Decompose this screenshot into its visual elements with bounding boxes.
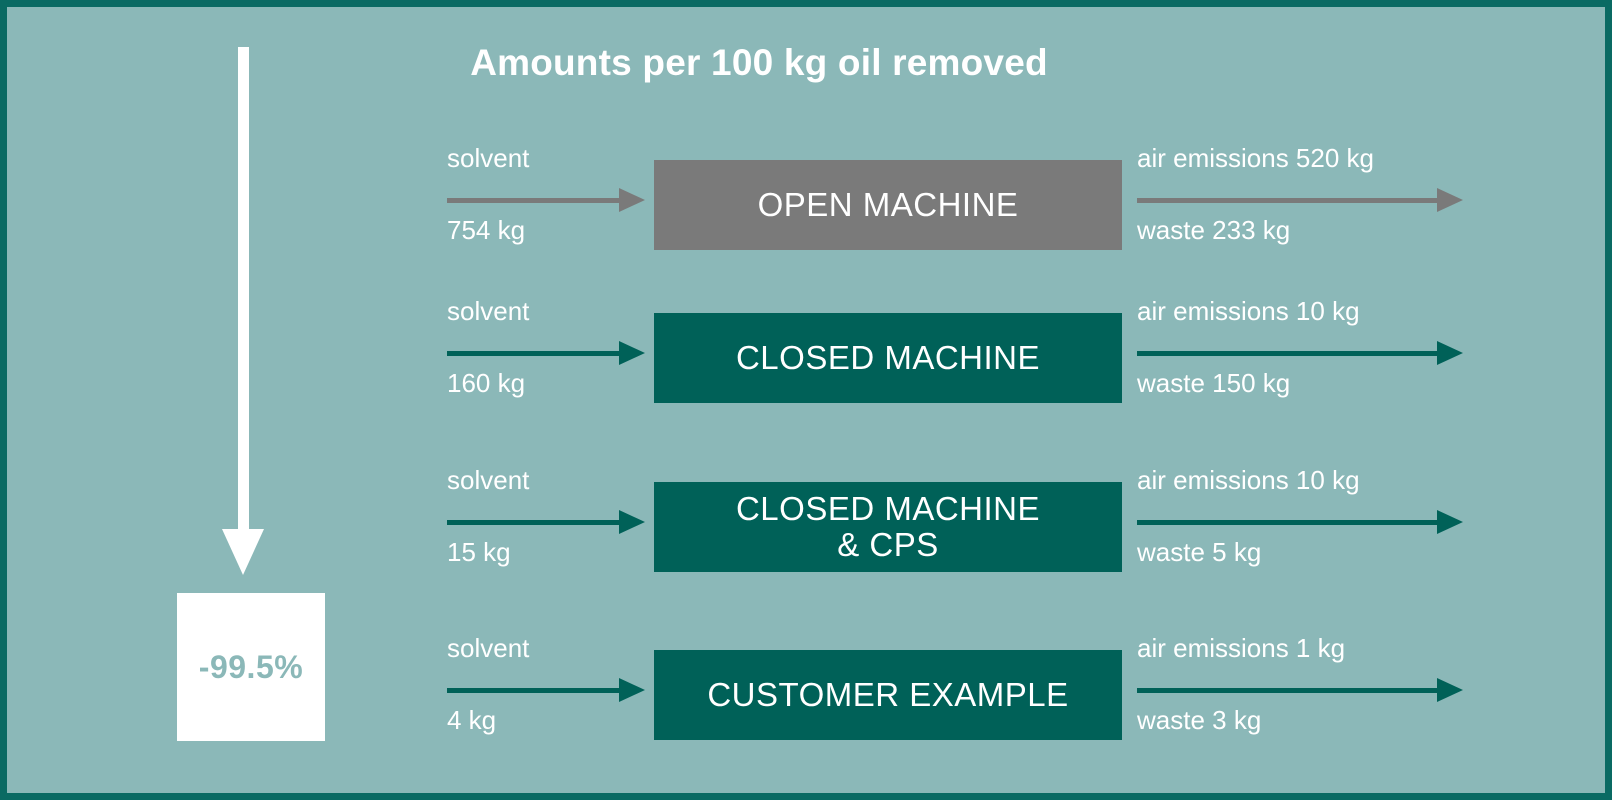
input-value: 160 kg	[447, 368, 526, 398]
reduction-arrow-head-icon	[222, 529, 264, 575]
output-value: waste 5 kg	[1137, 537, 1262, 567]
process-box-closed-machine[interactable]: CLOSED MACHINE	[654, 313, 1122, 403]
input-label: solvent	[447, 465, 530, 495]
output-flow-open-machine: air emissions 520 kg waste 233 kg	[1137, 143, 1477, 266]
process-label-line2: & CPS	[837, 526, 939, 563]
process-label-line1: OPEN MACHINE	[757, 186, 1019, 224]
process-box-closed-machine-cps[interactable]: CLOSED MACHINE& CPS	[654, 482, 1122, 572]
reduction-badge: -99.5%	[177, 593, 325, 741]
output-value: waste 3 kg	[1137, 705, 1262, 735]
input-flow-closed-machine-cps: solvent 15 kg	[447, 465, 647, 588]
output-value: waste 233 kg	[1137, 215, 1291, 245]
output-flow-closed-machine-cps: air emissions 10 kg waste 5 kg	[1137, 465, 1477, 588]
input-value: 754 kg	[447, 215, 526, 245]
process-label-line1: CUSTOMER EXAMPLE	[707, 676, 1069, 714]
process-row-closed-machine: solvent 160 kg CLOSED MACHINE air emissions…	[7, 296, 1605, 403]
output-label: air emissions 520 kg	[1137, 143, 1374, 173]
output-label: air emissions 10 kg	[1137, 465, 1360, 495]
input-label: solvent	[447, 143, 530, 173]
input-label: solvent	[447, 633, 530, 663]
input-flow-closed-machine: solvent 160 kg	[447, 296, 647, 419]
input-flow-customer-example: solvent 4 kg	[447, 633, 647, 756]
reduction-value: -99.5%	[198, 648, 304, 685]
process-label: CUSTOMER EXAMPLE	[701, 677, 1074, 713]
process-label-line1: CLOSED MACHINE	[735, 339, 1041, 377]
output-label: air emissions 1 kg	[1137, 633, 1346, 663]
process-label: CLOSED MACHINE& CPS	[730, 491, 1046, 562]
process-label: CLOSED MACHINE	[730, 340, 1046, 376]
input-value: 15 kg	[447, 537, 511, 567]
process-label: OPEN MACHINE	[752, 187, 1025, 223]
process-box-customer-example[interactable]: CUSTOMER EXAMPLE	[654, 650, 1122, 740]
page-title: Amounts per 100 kg oil removed	[470, 42, 1048, 83]
reduction-arrow-shaft	[238, 47, 249, 537]
input-flow-open-machine: solvent 754 kg	[447, 143, 647, 266]
output-flow-customer-example: air emissions 1 kg waste 3 kg	[1137, 633, 1477, 756]
output-label: air emissions 10 kg	[1137, 296, 1360, 326]
process-box-open-machine[interactable]: OPEN MACHINE	[654, 160, 1122, 250]
output-flow-closed-machine: air emissions 10 kg waste 150 kg	[1137, 296, 1477, 419]
process-row-open-machine: solvent 754 kg OPEN MACHINE air emissions 5…	[7, 143, 1605, 250]
process-label-line1: CLOSED MACHINE	[735, 490, 1041, 528]
process-row-customer-example: solvent 4 kg CUSTOMER EXAMPLE air emissions…	[7, 633, 1605, 740]
process-row-closed-machine-cps: solvent 15 kg CLOSED MACHINE& CPS air emiss…	[7, 465, 1605, 572]
input-label: solvent	[447, 296, 530, 326]
input-value: 4 kg	[447, 705, 497, 735]
output-value: waste 150 kg	[1137, 368, 1291, 398]
